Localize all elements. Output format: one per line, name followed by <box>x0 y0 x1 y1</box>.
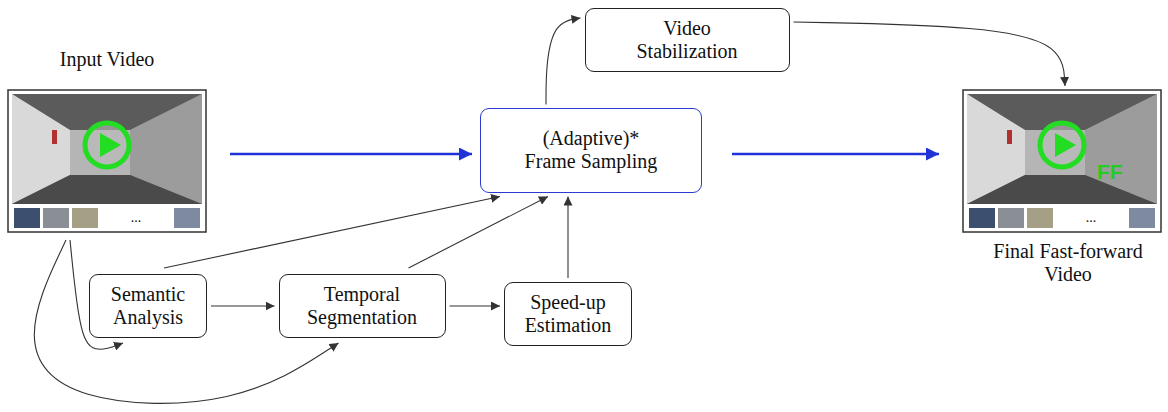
thumbnail <box>43 208 69 228</box>
box-label: Semantic Analysis <box>103 283 193 329</box>
thumbnail <box>72 208 98 228</box>
process-box: Speed-up Estimation <box>504 282 632 346</box>
output-video-frame <box>963 90 1161 232</box>
play-circle <box>85 123 129 167</box>
box-label: (Adaptive)* Frame Sampling <box>519 127 664 173</box>
flow-arrow <box>794 22 1066 86</box>
fast-forward-mark: FF <box>1097 160 1123 184</box>
flow-arrow <box>211 305 275 306</box>
flow-arrow <box>409 197 549 269</box>
frame-title: Final Fast-forward Video <box>968 240 1168 286</box>
flow-arrow <box>164 197 500 269</box>
play-triangle <box>100 133 121 157</box>
box-label: Temporal Segmentation <box>300 283 425 329</box>
frame-border <box>963 90 1161 232</box>
flow-arrow <box>450 305 501 306</box>
thumbnail <box>14 208 40 228</box>
main-flow-arrow <box>732 153 939 156</box>
fire-extinguisher <box>52 130 57 144</box>
play-triangle <box>1055 133 1076 157</box>
process-box: Video Stabilization <box>585 8 790 72</box>
thumbnail <box>998 208 1024 228</box>
process-box: (Adaptive)* Frame Sampling <box>480 108 702 193</box>
flow-arrow <box>546 18 581 105</box>
box-label: Video Stabilization <box>625 17 750 63</box>
frame-title: Input Video <box>0 48 216 71</box>
floor <box>12 175 202 204</box>
thumbnail <box>1027 208 1053 228</box>
video-image <box>12 94 202 204</box>
fire-extinguisher <box>1007 130 1012 144</box>
floor <box>967 175 1157 204</box>
thumbnail <box>174 208 200 228</box>
video-frame: FFFinal Fast-forward Video <box>963 90 1161 232</box>
process-box: Semantic Analysis <box>89 274 207 338</box>
flow-arrow <box>567 197 568 279</box>
box-label: Speed-up Estimation <box>518 291 618 337</box>
process-box: Temporal Segmentation <box>279 274 446 338</box>
ellipsis-mark: ... <box>1084 211 1099 225</box>
main-flow-arrow <box>230 153 472 156</box>
video-frame: Input Video <box>8 90 206 232</box>
thumbnail <box>1129 208 1155 228</box>
thumbnail <box>969 208 995 228</box>
ellipsis-mark: ... <box>129 211 144 225</box>
input-video-frame <box>8 90 206 232</box>
frame-border <box>8 90 206 232</box>
video-image <box>967 94 1157 204</box>
play-circle <box>1040 123 1084 167</box>
